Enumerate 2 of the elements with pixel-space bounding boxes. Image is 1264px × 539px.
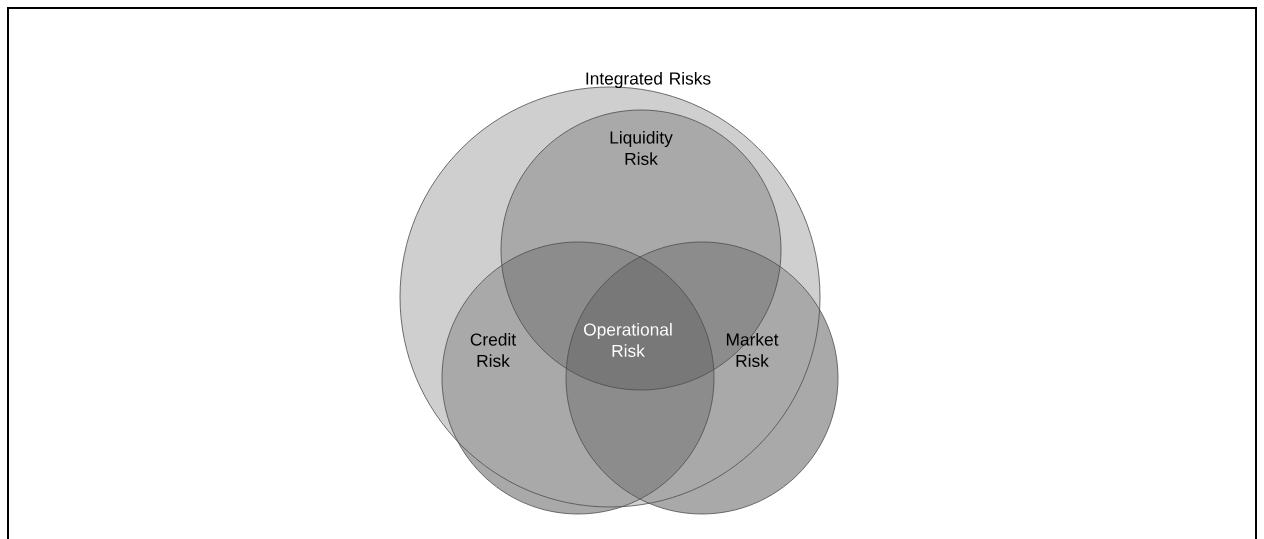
node-label: Integrated Risks <box>586 71 711 89</box>
center-label: Operational Risk <box>584 322 672 357</box>
